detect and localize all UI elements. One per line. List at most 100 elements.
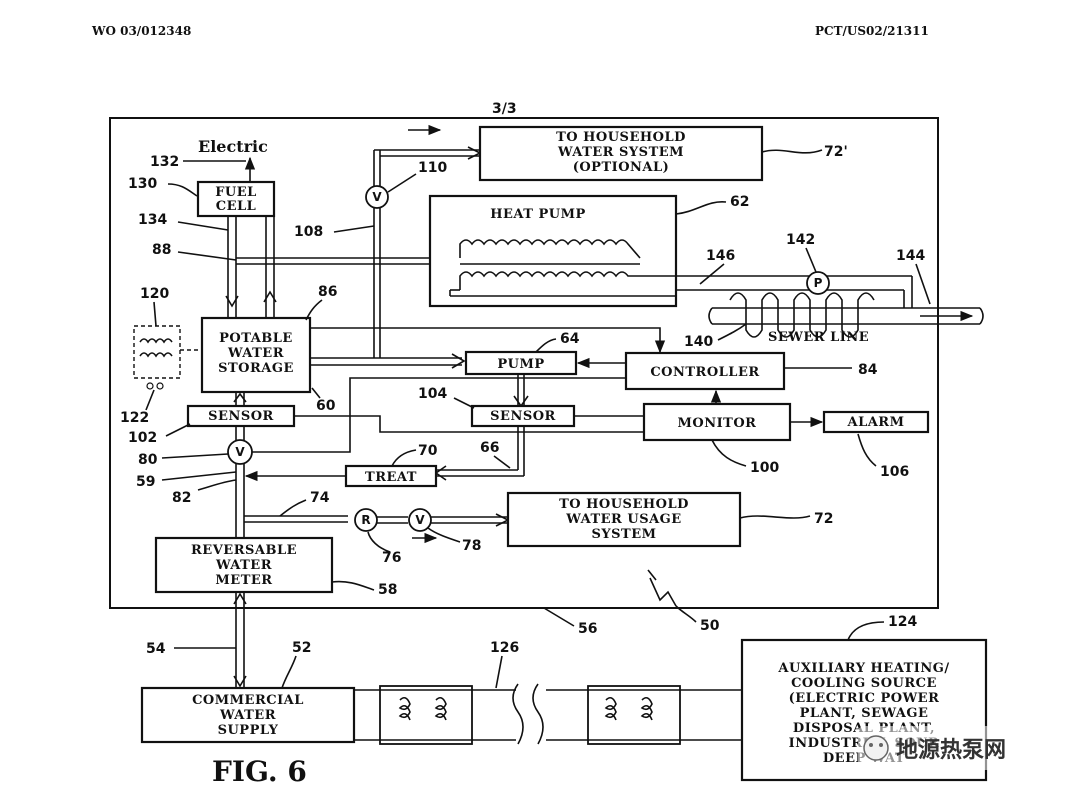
leader-72 (739, 515, 811, 519)
electric-label: Electric (198, 137, 268, 156)
sensor-right-label: SENSOR (490, 409, 556, 424)
sensor-inlet-arrowhead (513, 395, 529, 408)
ref-102: 102 (128, 430, 157, 446)
household-optional-line2: WATER SYSTEM (557, 145, 684, 160)
ref-134: 134 (138, 212, 167, 228)
ref-124: 124 (888, 614, 917, 630)
exchanger-right-coil-a (604, 696, 617, 721)
ref-106: 106 (880, 464, 909, 480)
heat-pump-coil-upper (459, 239, 641, 259)
ref-70: 70 (418, 443, 438, 459)
ref-146: 146 (706, 248, 735, 264)
arrowhead-108 (467, 146, 482, 160)
storage-label-line3: STORAGE (218, 361, 294, 376)
alarm-box (822, 410, 930, 434)
leader-50 (675, 605, 697, 623)
exchanger-left-box (379, 685, 473, 745)
watermark-text: 地源热泵网 (896, 737, 1006, 763)
ref-78: 78 (462, 538, 481, 554)
heat-pump-coil-lower (459, 271, 640, 290)
ref-132: 132 (150, 154, 179, 170)
leader-144 (915, 263, 931, 305)
treat-inlet-arrowhead (434, 465, 447, 481)
ref-108: 108 (294, 224, 323, 240)
supply-up-arrowhead (233, 592, 247, 605)
fuel-cell-label-line1: FUEL (215, 185, 257, 200)
ref-86: 86 (318, 284, 337, 300)
potable-water-storage-box (200, 316, 312, 394)
coil-120-b (139, 352, 173, 358)
exchanger-left-coil-b (434, 696, 447, 721)
leader-102 (165, 423, 191, 437)
pump-142-label: P (814, 276, 823, 290)
leader-72-prime (761, 149, 823, 154)
ref-100: 100 (750, 460, 779, 476)
valve-78 (408, 508, 432, 532)
element-120-box (133, 325, 181, 379)
alarm-label: ALARM (846, 415, 904, 430)
leader-86 (305, 299, 323, 321)
leader-64 (535, 338, 557, 353)
ref-62: 62 (730, 194, 749, 210)
valve-110-label: V (372, 190, 382, 204)
supply-down-arrowhead (233, 675, 247, 688)
ref-122: 122 (120, 410, 149, 426)
fuel-cell-box (196, 180, 276, 218)
ref-130: 130 (128, 176, 157, 192)
ref-144: 144 (896, 248, 925, 264)
meter-label-line1: REVERSABLE (191, 543, 297, 558)
wechat-icon (863, 735, 889, 761)
signal-controller-valve80 (252, 377, 626, 453)
up-arrowhead (263, 290, 277, 303)
ref-120: 120 (140, 286, 169, 302)
controller-label: CONTROLLER (650, 365, 759, 380)
leader-108 (333, 225, 375, 233)
leader-134 (177, 221, 229, 231)
ref-58: 58 (378, 582, 397, 598)
household-usage-box (506, 491, 742, 548)
ref-140: 140 (684, 334, 713, 350)
leader-66 (493, 455, 511, 469)
leader-56 (543, 607, 575, 627)
leader-80 (161, 453, 229, 459)
household-usage-line1: TO HOUSEHOLD (559, 497, 689, 512)
ref-76: 76 (382, 550, 401, 566)
ref-66: 66 (480, 440, 499, 456)
leader-82 (197, 479, 237, 491)
storage-label-line2: WATER (227, 346, 284, 361)
house-boundary (109, 117, 939, 609)
leader-59 (161, 471, 237, 481)
meter-label-line2: WATER (215, 558, 272, 573)
break-mark-left (512, 683, 524, 745)
header-application-number: PCT/US02/21311 (815, 24, 929, 38)
leader-146 (699, 263, 725, 285)
leader-126 (495, 655, 503, 689)
leader-106 (857, 433, 877, 467)
header-publication-number: WO 03/012348 (91, 24, 191, 38)
sensor-left-label: SENSOR (208, 409, 274, 424)
monitor-box (642, 402, 792, 442)
ref-142: 142 (786, 232, 815, 248)
ref-54: 54 (146, 641, 166, 657)
ref-50: 50 (700, 618, 720, 634)
leader-60 (311, 387, 321, 399)
aux-label-line3: (ELECTRIC POWER (789, 691, 940, 706)
valve-80-label: V (235, 445, 245, 459)
pump-box (464, 350, 578, 376)
usage-inlet-arrowhead (495, 513, 510, 527)
leader-124 (847, 621, 885, 641)
signal-sensor-left-monitor (294, 415, 644, 433)
aux-label-line4: PLANT, SEWAGE (800, 706, 929, 721)
regulator-76 (354, 508, 378, 532)
ref-88: 88 (152, 242, 171, 258)
treat-label: TREAT (365, 470, 417, 485)
ref-126: 126 (490, 640, 519, 656)
household-optional-line1: TO HOUSEHOLD (556, 130, 686, 145)
meter-label-line3: METER (215, 573, 272, 588)
household-optional-box (478, 125, 764, 182)
pump-142 (806, 271, 830, 295)
down-arrowhead (225, 295, 239, 308)
ref-80: 80 (138, 452, 158, 468)
household-usage-line2: WATER USAGE (565, 512, 681, 527)
heat-pump-label: HEAT PUMP (490, 207, 586, 222)
